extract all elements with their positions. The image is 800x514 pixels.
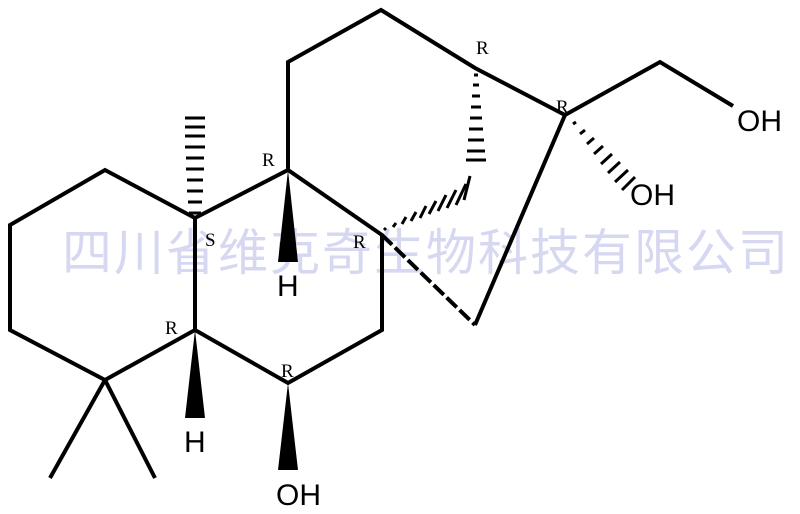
c16-oh-hash <box>572 120 637 192</box>
stereo-label-c6: R <box>281 361 294 382</box>
c9-hydrogen-label: H <box>277 270 299 303</box>
ring-c <box>286 7 566 170</box>
stereo-label-c13: R <box>476 38 489 59</box>
c8-bridge-hash <box>382 175 472 232</box>
primary-hydroxyl-label: OH <box>737 105 782 138</box>
c9-h-wedge <box>278 170 298 262</box>
tertiary-hydroxyl-label: OH <box>630 179 675 212</box>
stereo-label-c10: S <box>205 230 216 251</box>
c13-bridge-hash <box>466 73 486 162</box>
c5-hydrogen-label: H <box>184 426 206 459</box>
c6-hydroxyl-label: OH <box>276 479 321 512</box>
stereo-label-c5: R <box>165 318 178 339</box>
gem-dimethyl <box>48 379 157 479</box>
stereo-label-c9: R <box>262 150 275 171</box>
ring-d <box>380 114 567 327</box>
stereo-label-c8: R <box>353 232 366 253</box>
c10-methyl-hash <box>185 116 205 215</box>
c6-oh-wedge <box>278 383 298 470</box>
stereo-label-c16: R <box>556 97 569 118</box>
c5-h-wedge <box>185 330 205 418</box>
watermark-text: 四川省维克奇生物科技有限公司 <box>62 224 790 282</box>
hydroxymethyl-chain <box>564 59 735 117</box>
ring-b <box>194 167 384 386</box>
